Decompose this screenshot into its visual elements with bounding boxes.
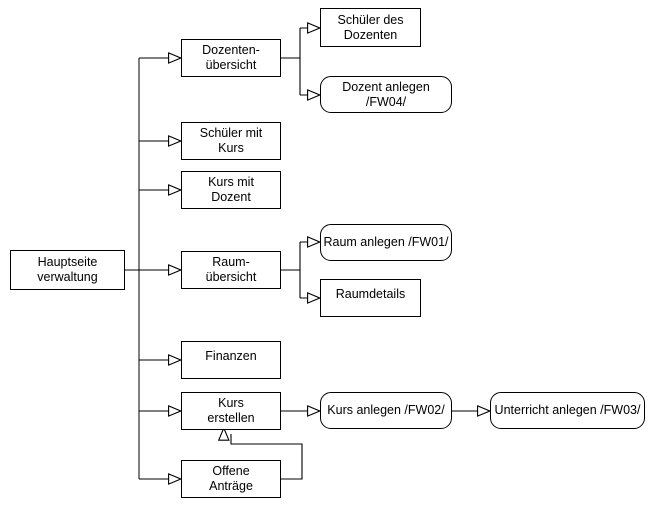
node-offene-antraege[interactable]: Offene Anträge xyxy=(181,460,281,498)
node-raumuebersicht[interactable]: Raum- übersicht xyxy=(181,251,281,289)
edge-offene-antraege-to-kurs-erstellen xyxy=(231,434,303,480)
node-dozentenuebersicht[interactable]: Dozenten- übersicht xyxy=(181,39,281,77)
node-label: Kurs erstellen xyxy=(207,396,255,425)
node-label: Hauptseite verwaltung xyxy=(37,255,98,284)
node-kurs-anlegen-fw02[interactable]: Kurs anlegen /FW02/ xyxy=(320,392,452,429)
node-raum-anlegen-fw01[interactable]: Raum anlegen /FW01/ xyxy=(320,224,452,261)
node-kurs-mit-dozent[interactable]: Kurs mit Dozent xyxy=(181,171,281,209)
node-raumdetails[interactable]: Raumdetails xyxy=(320,279,421,317)
node-label: Dozenten- übersicht xyxy=(202,43,260,72)
node-dozent-anlegen-fw04[interactable]: Dozent anlegen /FW04/ xyxy=(320,76,452,113)
node-label: Kurs anlegen /FW02/ xyxy=(327,403,445,417)
node-hauptseite-verwaltung[interactable]: Hauptseite verwaltung xyxy=(10,250,125,290)
node-label: Kurs mit Dozent xyxy=(208,175,254,204)
node-unterricht-anlegen-fw03[interactable]: Unterricht anlegen /FW03/ xyxy=(490,392,645,429)
node-schueler-des-dozenten[interactable]: Schüler des Dozenten xyxy=(320,8,421,47)
node-finanzen[interactable]: Finanzen xyxy=(181,341,281,379)
node-label: Schüler mit Kurs xyxy=(199,126,263,155)
node-label: Raum anlegen /FW01/ xyxy=(323,235,449,249)
node-label: Raum- übersicht xyxy=(205,255,257,284)
node-label: Unterricht anlegen /FW03/ xyxy=(494,403,641,417)
node-label: Finanzen xyxy=(205,349,257,363)
node-label: Offene Anträge xyxy=(209,464,253,493)
node-schueler-mit-kurs[interactable]: Schüler mit Kurs xyxy=(181,122,281,160)
node-label: Dozent anlegen /FW04/ xyxy=(342,79,430,109)
node-kurs-erstellen[interactable]: Kurs erstellen xyxy=(181,392,281,430)
node-label: Schüler des Dozenten xyxy=(337,12,404,42)
node-label: Raumdetails xyxy=(335,287,406,301)
